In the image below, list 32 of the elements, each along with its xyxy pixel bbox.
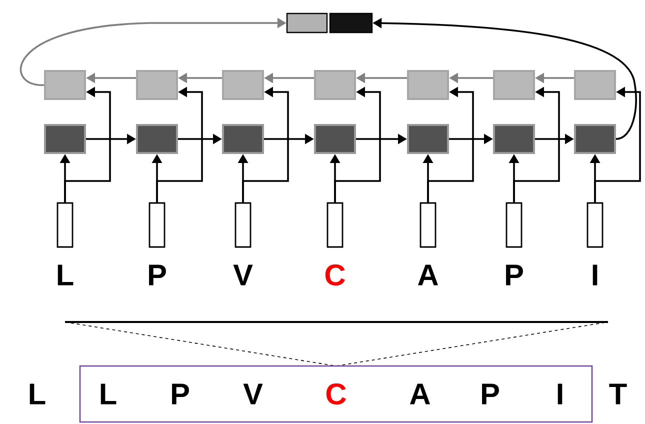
input-box	[506, 202, 522, 248]
backward-cell	[574, 70, 616, 100]
forward-cell	[493, 124, 535, 154]
residue-letter: L	[30, 384, 46, 404]
residue-letter: C	[325, 264, 345, 286]
backward-cell	[44, 70, 86, 100]
input-box	[586, 202, 604, 248]
input-box	[56, 202, 74, 248]
backward-cell	[493, 70, 535, 100]
backward-cell	[222, 70, 264, 100]
residue-letter: A	[418, 264, 438, 286]
residue-letter: P	[506, 264, 523, 286]
forward-cell	[314, 124, 356, 154]
input-box	[326, 202, 344, 248]
forward-cell	[407, 124, 449, 154]
residue-letter: I	[592, 264, 598, 286]
forward-cell	[222, 124, 264, 154]
forward-cell	[44, 124, 86, 154]
input-box	[420, 202, 436, 248]
backward-cell	[314, 70, 356, 100]
backward-cell	[407, 70, 449, 100]
forward-cell	[574, 124, 616, 154]
input-box	[148, 202, 166, 248]
backward-cell	[136, 70, 178, 100]
output-box	[329, 12, 373, 34]
forward-cell	[136, 124, 178, 154]
output-box	[286, 12, 328, 34]
input-box	[234, 202, 252, 248]
residue-letter: P	[149, 264, 166, 286]
sequence-window: L P V C A P I	[79, 365, 593, 423]
residue-letter: V	[233, 264, 253, 286]
residue-letter: L	[58, 264, 74, 286]
